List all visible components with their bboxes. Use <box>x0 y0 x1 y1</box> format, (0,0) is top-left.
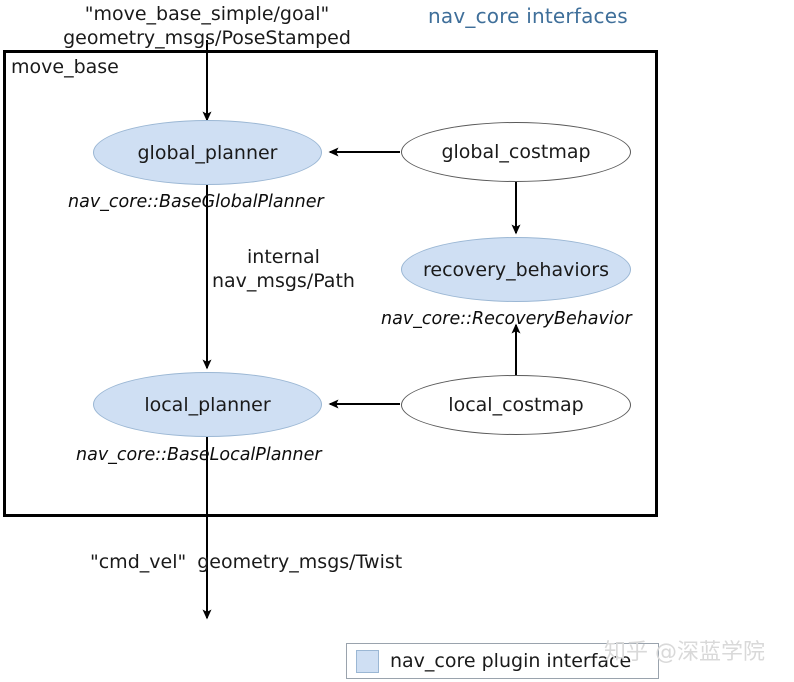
node-global-planner[interactable]: global_planner <box>93 120 322 185</box>
node-global-costmap-label: global_costmap <box>441 141 591 163</box>
node-local-planner-label: local_planner <box>144 393 271 416</box>
move-base-label: move_base <box>11 56 119 78</box>
node-local-costmap-label: local_costmap <box>448 394 584 416</box>
output-topic-label: "cmd_vel" geometry_msgs/Twist <box>90 550 402 574</box>
diagram-title: nav_core interfaces <box>428 4 628 28</box>
edge-label-internal-path: internal nav_msgs/Path <box>212 245 355 293</box>
output-topic-name: "cmd_vel" <box>90 551 187 573</box>
legend: nav_core plugin interface <box>346 643 659 679</box>
input-topic-type: geometry_msgs/PoseStamped <box>63 27 351 49</box>
input-topic-name: "move_base_simple/goal" <box>84 3 330 25</box>
node-global-planner-label: global_planner <box>137 141 278 164</box>
edge-label-nav-msgs-path: nav_msgs/Path <box>212 270 355 292</box>
interface-base-local-planner: nav_core::BaseLocalPlanner <box>76 445 322 465</box>
node-recovery-behaviors-label: recovery_behaviors <box>423 258 609 281</box>
move-base-container <box>3 50 658 517</box>
edge-label-internal: internal <box>247 246 320 268</box>
node-local-planner[interactable]: local_planner <box>93 372 322 437</box>
interface-recovery-behavior: nav_core::RecoveryBehavior <box>381 309 632 329</box>
output-topic-type: geometry_msgs/Twist <box>197 551 403 573</box>
legend-label-plugin: nav_core plugin interface <box>390 650 632 672</box>
legend-swatch-plugin <box>356 649 379 673</box>
node-local-costmap[interactable]: local_costmap <box>401 375 631 435</box>
interface-base-global-planner: nav_core::BaseGlobalPlanner <box>68 192 324 212</box>
input-topic-label: "move_base_simple/goal" geometry_msgs/Po… <box>0 2 414 50</box>
node-recovery-behaviors[interactable]: recovery_behaviors <box>401 237 631 302</box>
watermark: 知乎 @深蓝学院 <box>604 640 765 665</box>
node-global-costmap[interactable]: global_costmap <box>401 122 631 182</box>
